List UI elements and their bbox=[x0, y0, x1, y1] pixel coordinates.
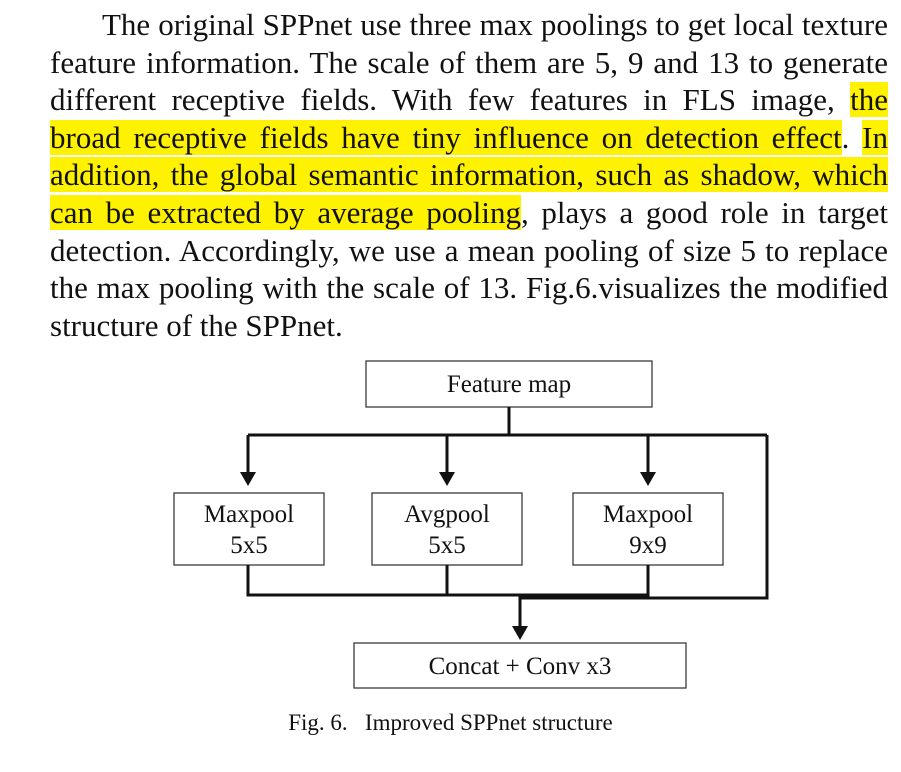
maxpool-9x9-label-2: 9x9 bbox=[629, 532, 667, 559]
arrow-down-icon bbox=[240, 472, 256, 486]
maxpool-9x9-label-1: Maxpool bbox=[603, 501, 693, 528]
caption-label: Fig. 6. bbox=[288, 710, 348, 735]
arrow-down-icon bbox=[640, 472, 656, 486]
concat-conv-box bbox=[353, 642, 687, 689]
feature-map-label: Feature map bbox=[447, 371, 571, 398]
paragraph-text-3: , plays a good role in target detection.… bbox=[50, 194, 889, 343]
maxpool-9x9-box bbox=[572, 492, 724, 566]
arrow-down-icon bbox=[439, 472, 455, 486]
caption-text: Improved SPPnet structure bbox=[364, 710, 613, 735]
figure-caption: Fig. 6. Improved SPPnet structure bbox=[0, 710, 901, 736]
maxpool-5x5-label-2: 5x5 bbox=[230, 532, 268, 559]
concat-conv-label: Concat + Conv x3 bbox=[429, 653, 612, 680]
avgpool-5x5-box bbox=[371, 492, 523, 566]
body-paragraph: The original SPPnet use three max poolin… bbox=[50, 6, 888, 344]
feature-map-box bbox=[365, 360, 653, 408]
maxpool-5x5-label-1: Maxpool bbox=[204, 501, 294, 528]
paragraph-text-2: . bbox=[841, 119, 863, 155]
bypass-line bbox=[520, 435, 769, 600]
paragraph-text-1: The original SPPnet use three max poolin… bbox=[50, 7, 888, 118]
avgpool-5x5-label-1: Avgpool bbox=[404, 501, 490, 528]
maxpool-5x5-box bbox=[173, 492, 325, 566]
arrow-down-icon bbox=[512, 626, 528, 640]
avgpool-5x5-label-2: 5x5 bbox=[428, 532, 466, 559]
